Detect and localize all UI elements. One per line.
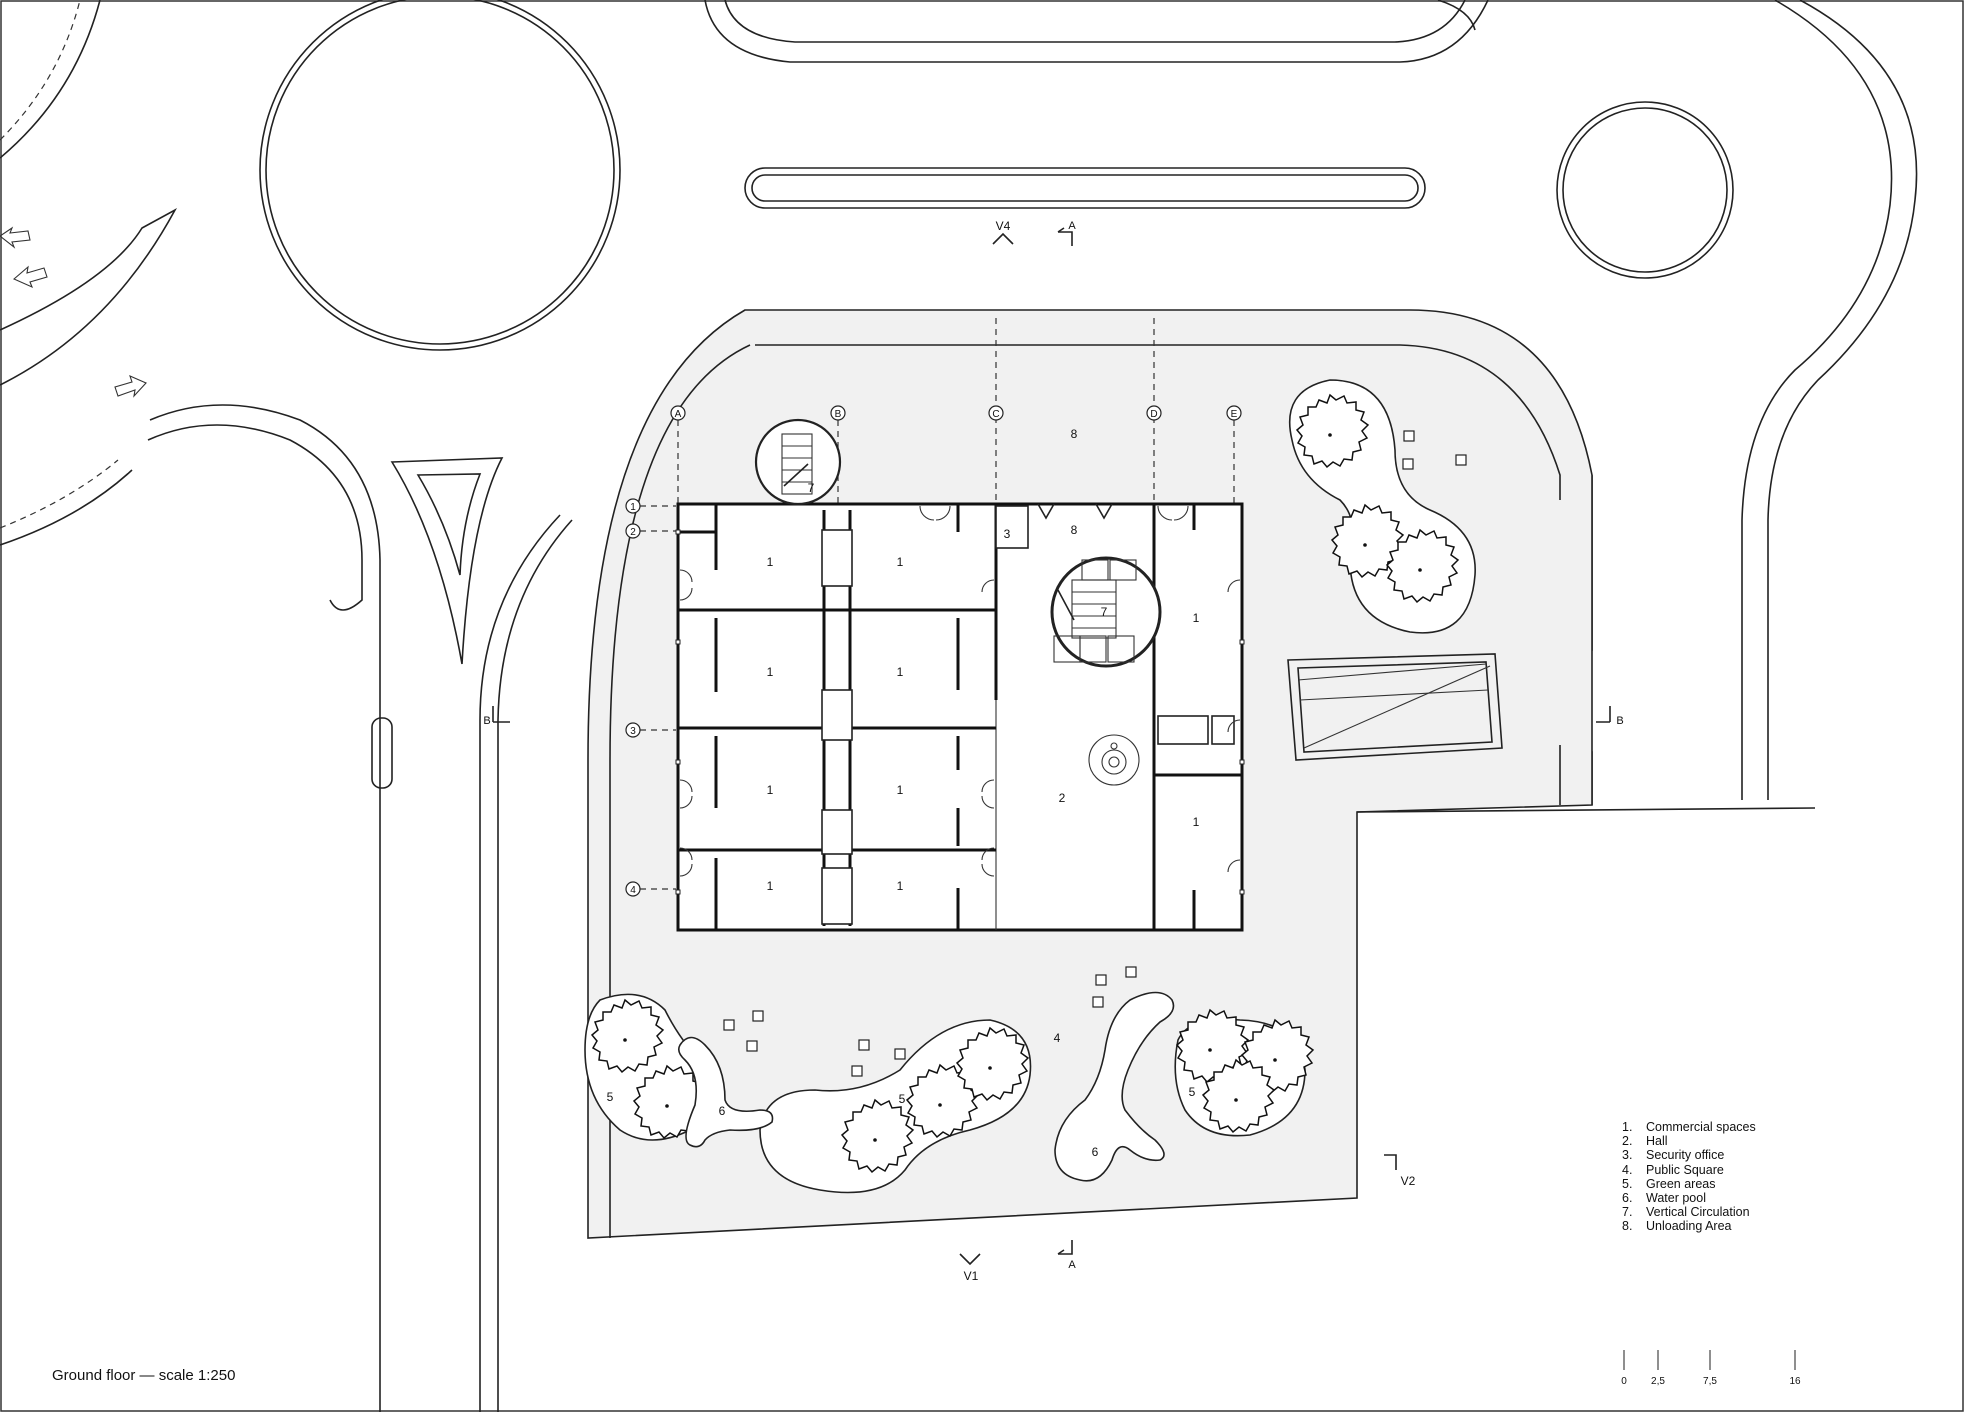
svg-text:1: 1 [630, 502, 636, 513]
legend-item: 3. Security office [1622, 1148, 1756, 1162]
svg-text:5: 5 [607, 1090, 614, 1104]
svg-text:D: D [1150, 409, 1157, 420]
legend-label: Public Square [1646, 1162, 1724, 1177]
grid-column-b: B [830, 405, 846, 421]
svg-text:3: 3 [1004, 527, 1011, 541]
svg-text:4: 4 [1054, 1031, 1061, 1045]
legend-label: Commercial spaces [1646, 1120, 1756, 1134]
legend-label: Unloading Area [1646, 1219, 1732, 1234]
legend-number: 7. [1622, 1205, 1633, 1220]
svg-text:3: 3 [630, 726, 636, 737]
ramp-structure [1287, 653, 1503, 761]
water-pool-east [1054, 991, 1175, 1182]
svg-text:C: C [992, 409, 999, 420]
svg-text:V2: V2 [1401, 1174, 1416, 1188]
room-labels: 1 1 1 1 1 1 1 1 1 1 2 3 4 5 5 5 6 6 7 7 … [607, 427, 1200, 1159]
svg-text:16: 16 [1789, 1376, 1801, 1387]
legend-label: Hall [1646, 1134, 1668, 1149]
svg-text:1: 1 [767, 555, 774, 569]
water-pool-west [678, 1036, 774, 1148]
svg-text:4: 4 [630, 885, 636, 896]
svg-text:8: 8 [1071, 427, 1078, 441]
section-a-north-marker: A [1057, 220, 1076, 246]
svg-text:7,5: 7,5 [1703, 1376, 1717, 1387]
svg-text:6: 6 [719, 1104, 726, 1118]
section-b-west-marker: B [483, 706, 510, 727]
svg-text:A: A [1068, 1259, 1076, 1271]
grid-column-c: C [988, 405, 1004, 421]
legend-label: Green areas [1646, 1176, 1716, 1191]
drawing-caption: Ground floor — scale 1:250 [52, 1367, 236, 1384]
svg-text:B: B [835, 409, 842, 420]
green-area-south-east [1174, 1009, 1314, 1137]
svg-text:1: 1 [897, 879, 904, 893]
grid-column-e: E [1226, 405, 1242, 421]
svg-text:1: 1 [767, 879, 774, 893]
scale-bar: 0 2,5 7,5 16 [1621, 1350, 1801, 1387]
svg-text:1: 1 [1193, 611, 1200, 625]
svg-text:2: 2 [1059, 791, 1066, 805]
svg-text:B: B [1616, 715, 1623, 727]
svg-text:V1: V1 [964, 1269, 979, 1283]
svg-text:2,5: 2,5 [1651, 1376, 1665, 1387]
svg-text:2: 2 [630, 527, 636, 538]
legend-number: 5. [1622, 1176, 1633, 1191]
svg-text:6: 6 [1092, 1145, 1099, 1159]
structural-grid: A B C D E 1 2 3 4 [625, 318, 1242, 897]
svg-text:1: 1 [1193, 815, 1200, 829]
section-v2-marker: V2 [1384, 1154, 1416, 1188]
legend: 1. Commercial spaces 2. Hall 3. Security of… [1622, 1120, 1756, 1234]
legend-item: 6. Water pool [1622, 1191, 1756, 1205]
legend-label: Security office [1646, 1148, 1725, 1163]
svg-text:0: 0 [1621, 1376, 1627, 1387]
grid-column-a: A [670, 405, 686, 421]
section-markers: V4 A B B V2 V1 A [483, 219, 1623, 1283]
road-network [0, 0, 1918, 1412]
section-v1-marker: V1 [959, 1253, 981, 1283]
section-v4-marker: V4 [992, 219, 1014, 245]
legend-number: 4. [1622, 1162, 1633, 1177]
green-area-north [1288, 379, 1476, 634]
legend-item: 8. Unloading Area [1622, 1219, 1756, 1233]
svg-text:1: 1 [767, 783, 774, 797]
svg-text:1: 1 [897, 783, 904, 797]
svg-text:7: 7 [808, 481, 815, 495]
legend-number: 3. [1622, 1148, 1633, 1163]
svg-text:A: A [675, 409, 682, 420]
legend-label: Water pool [1646, 1191, 1706, 1206]
section-a-south-marker: A [1057, 1240, 1076, 1271]
grid-column-d: D [1146, 405, 1162, 421]
grid-row-3: 3 [625, 722, 641, 738]
legend-item: 7. Vertical Circulation [1622, 1205, 1756, 1219]
grid-row-1: 1 [625, 498, 641, 514]
svg-text:A: A [1068, 220, 1076, 232]
svg-text:8: 8 [1071, 523, 1078, 537]
legend-label: Vertical Circulation [1646, 1205, 1750, 1220]
facade-openings [675, 529, 1245, 895]
grid-row-2: 2 [625, 523, 641, 539]
legend-number: 2. [1622, 1134, 1633, 1149]
legend-number: 6. [1622, 1191, 1633, 1206]
legend-number: 1. [1622, 1120, 1633, 1134]
legend-item: 1. Commercial spaces [1622, 1120, 1756, 1134]
svg-text:B: B [483, 715, 490, 727]
svg-text:E: E [1231, 409, 1238, 420]
legend-item: 2. Hall [1622, 1134, 1756, 1148]
legend-number: 8. [1622, 1219, 1633, 1234]
building [675, 418, 1245, 932]
svg-text:V4: V4 [996, 219, 1011, 233]
legend-item: 5. Green areas [1622, 1177, 1756, 1191]
svg-text:5: 5 [899, 1092, 906, 1106]
section-b-east-marker: B [1596, 706, 1624, 727]
svg-text:5: 5 [1189, 1085, 1196, 1099]
svg-text:1: 1 [767, 665, 774, 679]
svg-text:1: 1 [897, 665, 904, 679]
legend-item: 4. Public Square [1622, 1163, 1756, 1177]
svg-text:1: 1 [897, 555, 904, 569]
svg-text:7: 7 [1101, 605, 1108, 619]
grid-row-4: 4 [625, 881, 641, 897]
